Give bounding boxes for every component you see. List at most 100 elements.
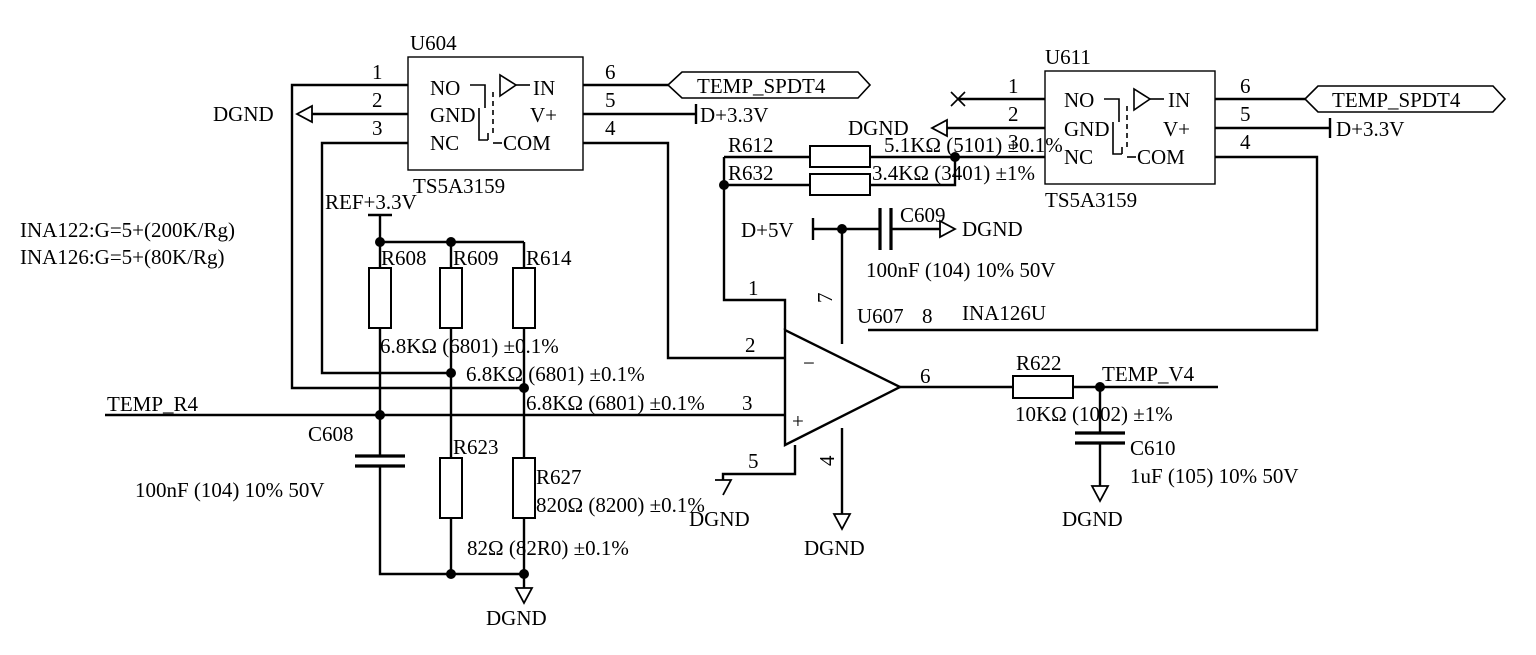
net-d33-2: D+3.3V	[1336, 117, 1404, 141]
u607-part: INA126U	[962, 301, 1046, 325]
u611-switch-symbol-icon	[1104, 87, 1164, 158]
r608-value: 6.8KΩ (6801) ±0.1%	[380, 334, 559, 358]
u607-pin1-num: 1	[748, 276, 759, 300]
u607-pin7-num: 7	[813, 293, 837, 304]
c608-value: 100nF (104) 10% 50V	[135, 478, 325, 502]
net-dgnd-pin5: DGND	[689, 507, 750, 531]
u604-pin2-num: 2	[372, 88, 383, 112]
u604-body	[407, 56, 584, 171]
r632-body	[809, 173, 871, 196]
u604-switch: U604 TS5A3159 NO GND NC IN V+ COM 1 2 3 …	[372, 31, 616, 198]
r609-value: 6.8KΩ (6801) ±0.1%	[466, 362, 645, 386]
net-dgnd-network: DGND	[486, 606, 547, 630]
u604-pin-in: IN	[533, 76, 555, 100]
wires	[105, 83, 1330, 588]
net-temp-spdt4-1: TEMP_SPDT4	[697, 74, 826, 98]
r612-ref: R612	[728, 133, 774, 157]
u607-pin5-num: 5	[748, 449, 759, 473]
capacitors: C608 100nF (104) 10% 50V C609 100nF (104…	[135, 203, 1299, 502]
u611-pin-in: IN	[1168, 88, 1190, 112]
junction-dot	[837, 224, 847, 234]
c610-value: 1uF (105) 10% 50V	[1130, 464, 1299, 488]
r609-body	[439, 267, 463, 329]
net-ref33: REF+3.3V	[325, 190, 417, 214]
net-temp-v4: TEMP_V4	[1102, 362, 1195, 386]
r608-ref: R608	[381, 246, 427, 270]
u611-pin-no: NO	[1064, 88, 1094, 112]
u604-pin6-num: 6	[605, 60, 616, 84]
r614-ref: R614	[526, 246, 572, 270]
junction-dot	[1095, 382, 1105, 392]
r623-body	[439, 457, 463, 519]
u604-pin-com: COM	[503, 131, 551, 155]
u611-pin-nc: NC	[1064, 145, 1093, 169]
u604-pin1-num: 1	[372, 60, 383, 84]
u604-pin-gnd: GND	[430, 103, 476, 127]
c609-symbol	[878, 208, 893, 250]
junction-dot	[446, 569, 456, 579]
dgnd-down-icon-3	[832, 513, 852, 531]
c610-ref: C610	[1130, 436, 1176, 460]
junction-dot	[446, 237, 456, 247]
c610-symbol	[1075, 431, 1125, 445]
net-labels: TEMP_SPDT4 TEMP_SPDT4 D+3.3V D+3.3V D+5V…	[20, 71, 1507, 416]
junctions	[375, 152, 1105, 579]
dgnd-down-icon-2	[715, 479, 733, 496]
ground-symbols: DGND DGND DGND DGND DGND DGND DGND	[213, 102, 1123, 630]
u611-part: TS5A3159	[1045, 188, 1137, 212]
u611-pin2-num: 2	[1008, 102, 1019, 126]
r614-value: 6.8KΩ (6801) ±0.1%	[526, 391, 705, 415]
resistors: R608 R609 R614 R623 R627 R612 R632 R622 …	[368, 133, 1173, 560]
u611-pin1-num: 1	[1008, 74, 1019, 98]
c608-ref: C608	[308, 422, 354, 446]
u607-pin8-num: 8	[922, 304, 933, 328]
junction-dot	[519, 383, 529, 393]
net-dgnd-c610: DGND	[1062, 507, 1123, 531]
u611-pin-com: COM	[1137, 145, 1185, 169]
note-ina126-gain: INA126:G=5+(80K/Rg)	[20, 245, 225, 269]
dgnd-down-icon-4	[1090, 485, 1110, 503]
u611-pin3-num: 3	[1008, 130, 1019, 154]
u604-pin-no: NO	[430, 76, 460, 100]
r622-value: 10KΩ (1002) ±1%	[1015, 402, 1173, 426]
no-connect-icon	[950, 91, 966, 107]
r632-ref: R632	[728, 161, 774, 185]
dgnd-left-icon	[295, 104, 313, 124]
net-temp-r4: TEMP_R4	[107, 392, 199, 416]
r608-body	[368, 267, 392, 329]
junction-dot	[950, 152, 960, 162]
u611-pin5-num: 5	[1240, 102, 1251, 126]
u607-minus-sign: −	[803, 351, 815, 375]
junction-dot	[375, 410, 385, 420]
r623-ref: R623	[453, 435, 499, 459]
net-dgnd-c609: DGND	[962, 217, 1023, 241]
c609-ref: C609	[900, 203, 946, 227]
r627-value: 820Ω (8200) ±0.1%	[536, 493, 705, 517]
r622-body	[1012, 375, 1074, 399]
junction-dot	[719, 180, 729, 190]
net-temp-spdt4-2: TEMP_SPDT4	[1332, 88, 1461, 112]
junction-dot	[375, 237, 385, 247]
u611-pin4-num: 4	[1240, 130, 1251, 154]
net-dgnd-u611: DGND	[848, 116, 909, 140]
u604-switch-symbol-icon	[470, 73, 530, 144]
r622-ref: R622	[1016, 351, 1062, 375]
u604-pin-nc: NC	[430, 131, 459, 155]
u611-pin6-num: 6	[1240, 74, 1251, 98]
net-dgnd-pin4: DGND	[804, 536, 865, 560]
r614-body	[512, 267, 536, 329]
u607-pin2-num: 2	[745, 333, 756, 357]
r612-body	[809, 145, 871, 168]
u607-pin3-num: 3	[742, 391, 753, 415]
u604-pin-vplus: V+	[530, 103, 557, 127]
u607-pin4-num: 4	[815, 455, 839, 466]
junction-dot	[519, 569, 529, 579]
u611-pin-gnd: GND	[1064, 117, 1110, 141]
r632-value: 3.4KΩ (3401) ±1%	[872, 161, 1035, 185]
u604-part: TS5A3159	[413, 174, 505, 198]
net-dgnd-u604: DGND	[213, 102, 274, 126]
net-d5v: D+5V	[741, 218, 794, 242]
u611-ref: U611	[1045, 45, 1091, 69]
u607-triangle	[783, 328, 903, 447]
r627-body	[512, 457, 536, 519]
